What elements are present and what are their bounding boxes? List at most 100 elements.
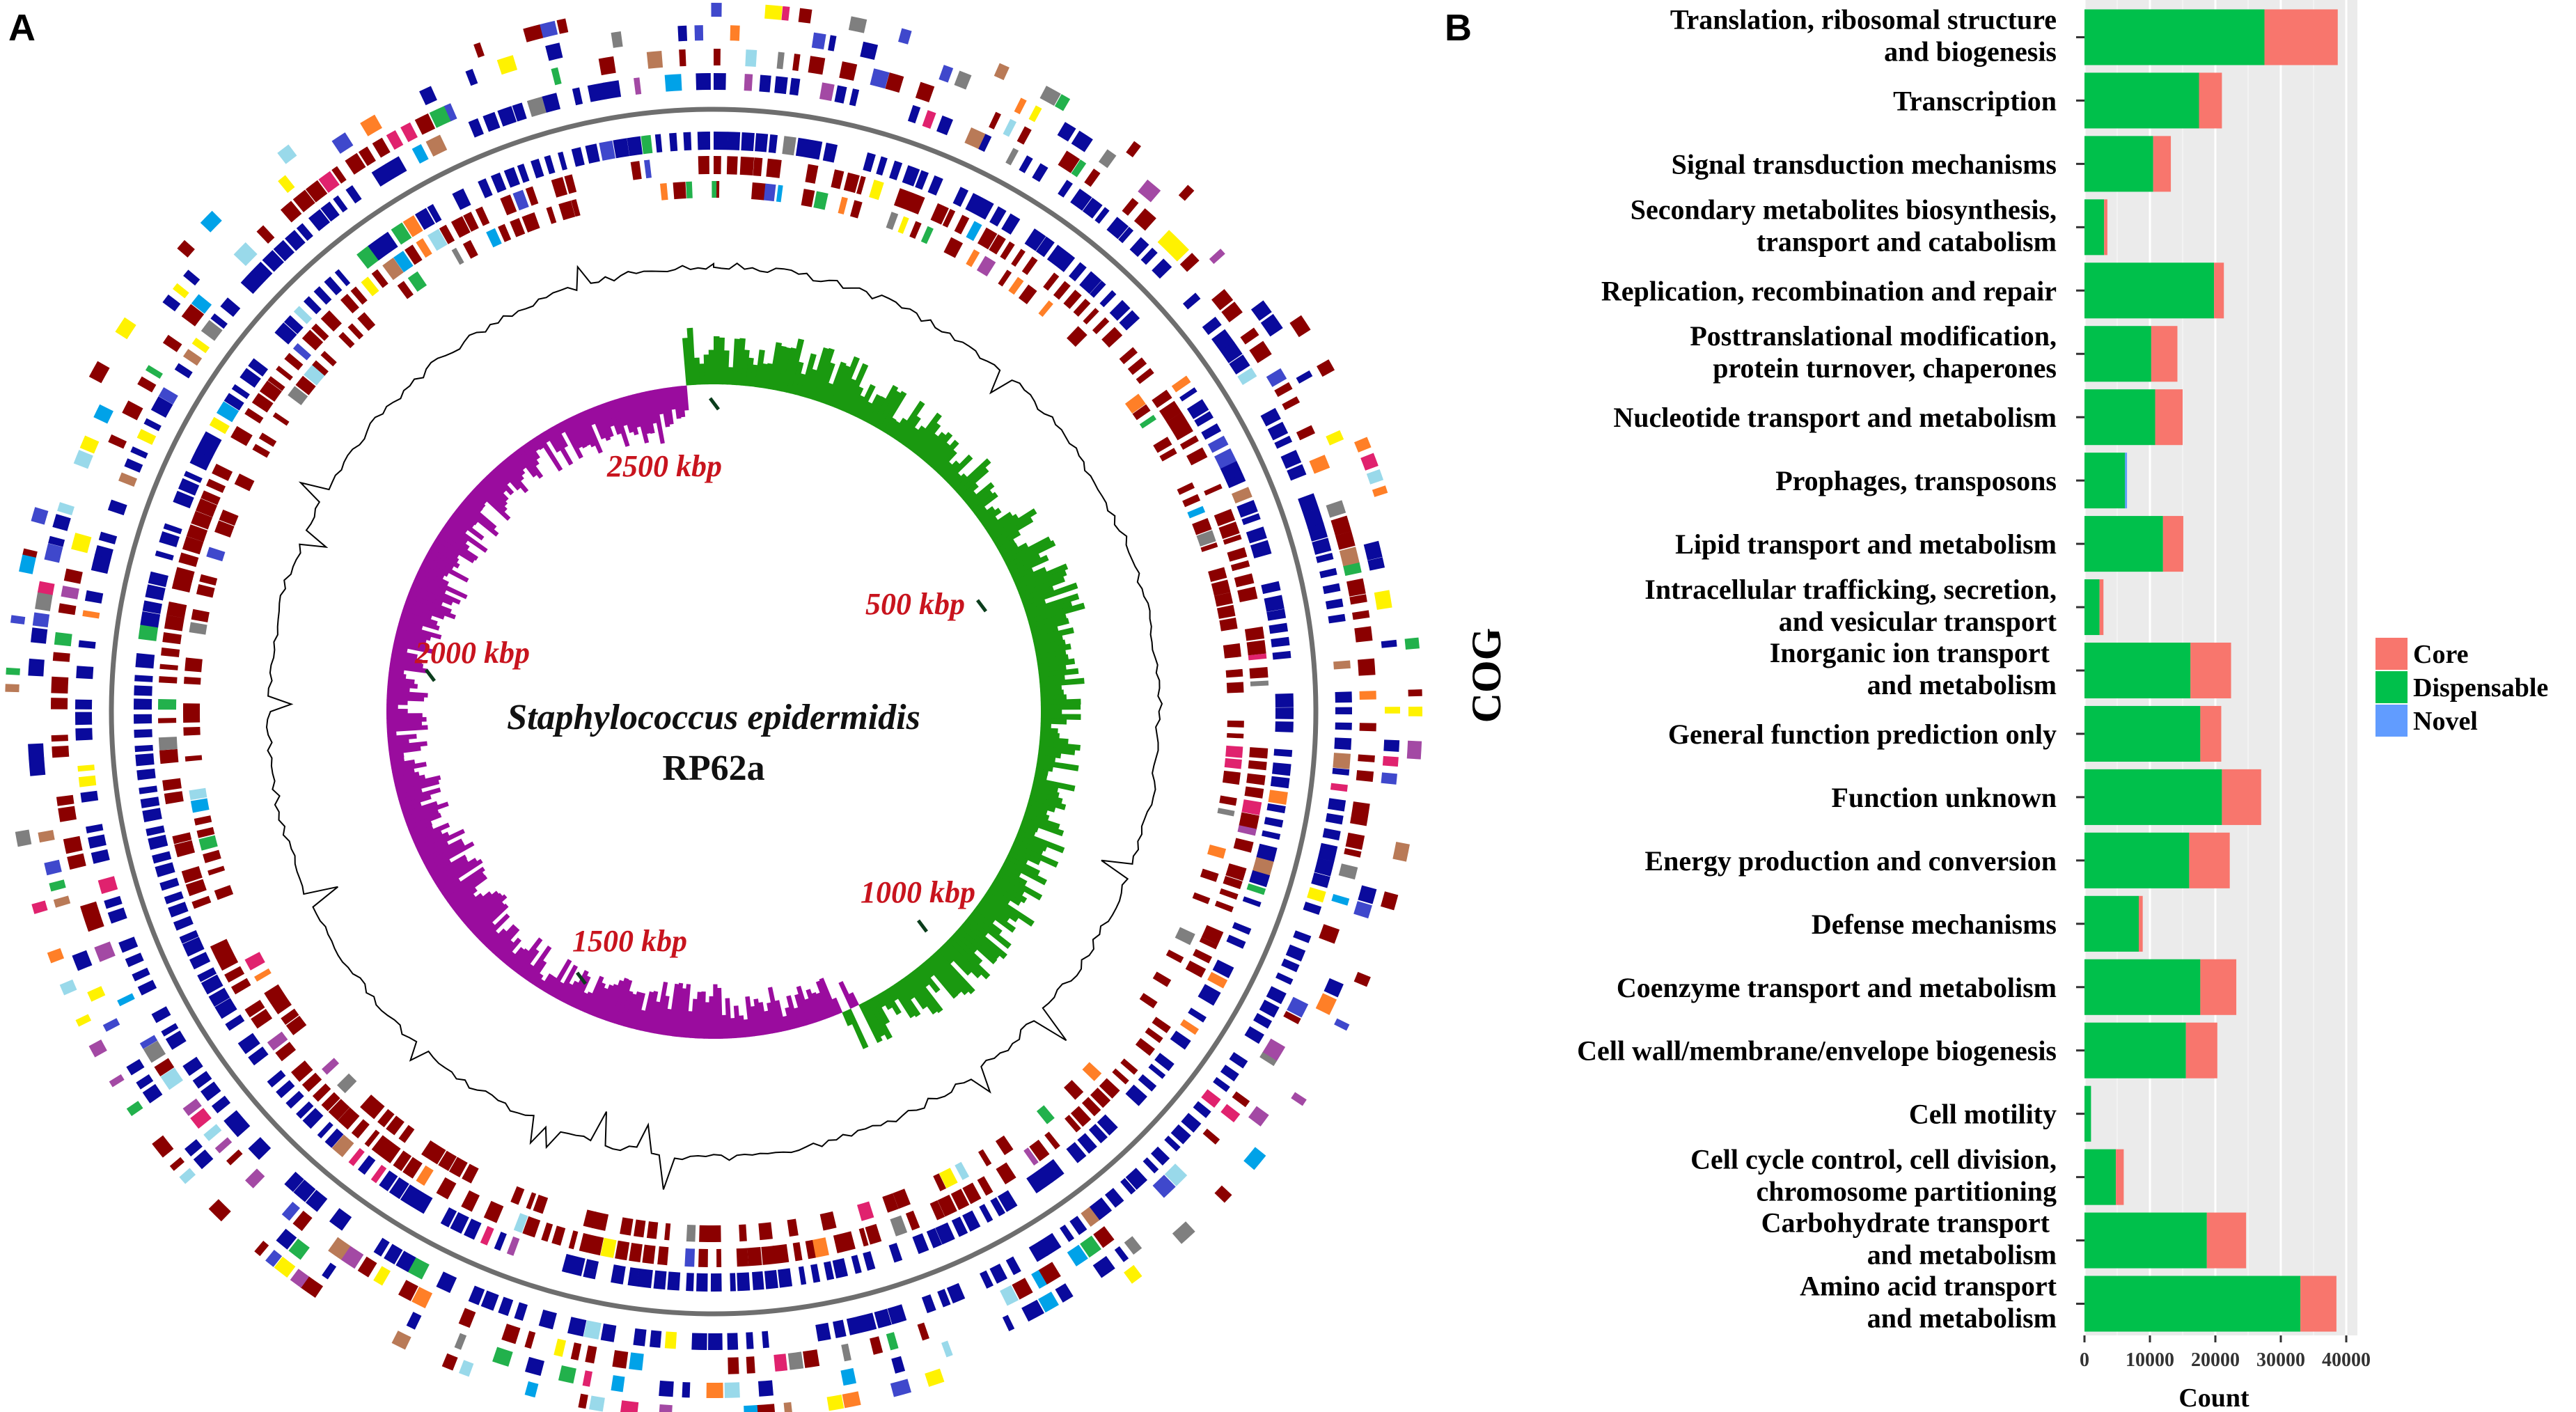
gc-skew-negative (636, 392, 651, 434)
gene-feature (686, 1273, 694, 1292)
gc-skew-positive (927, 956, 962, 996)
gene-feature (792, 54, 801, 71)
gene-feature (486, 228, 502, 248)
gene-feature (1150, 1146, 1170, 1166)
gc-skew-positive (973, 905, 996, 925)
gc-skew-negative (444, 872, 485, 902)
gc-skew-negative (804, 998, 817, 1024)
gene-feature (798, 8, 812, 24)
bar-dispensable (2084, 895, 2139, 952)
gene-feature (1112, 1068, 1129, 1085)
gene-feature (86, 824, 104, 833)
gc-skew-negative (392, 645, 408, 653)
gene-feature (1209, 249, 1225, 265)
gene-feature (553, 1338, 567, 1357)
gene-feature (284, 352, 304, 370)
gene-feature (1219, 618, 1238, 632)
gene-feature (1008, 276, 1024, 295)
gene-feature (1322, 828, 1341, 841)
gc-skew-negative (513, 937, 543, 974)
gene-feature (337, 1107, 360, 1130)
gene-feature (454, 1333, 467, 1350)
gene-feature (277, 144, 297, 164)
gene-feature (82, 610, 100, 619)
gene-feature (808, 56, 826, 75)
gene-feature (1246, 526, 1267, 544)
gc-skew-negative (387, 677, 415, 684)
gc-skew-positive (1014, 834, 1048, 852)
bar-dispensable (2084, 579, 2100, 636)
gene-feature (697, 132, 711, 150)
gc-skew-positive (1024, 808, 1050, 821)
gene-feature (321, 1092, 340, 1112)
gene-feature (1127, 357, 1147, 375)
gene-feature (305, 1189, 328, 1212)
gc-skew-negative (415, 572, 468, 599)
gene-feature (1220, 1065, 1239, 1082)
gene-feature (75, 1014, 92, 1027)
gene-feature (937, 1194, 957, 1217)
gene-feature (727, 1333, 739, 1350)
gene-feature (538, 1309, 557, 1330)
gene-feature (712, 181, 717, 198)
gene-feature (755, 133, 769, 152)
gene-feature (664, 1331, 677, 1349)
gene-feature (600, 1237, 617, 1258)
gene-feature (324, 1128, 344, 1148)
gene-feature (88, 361, 110, 384)
gene-feature (219, 509, 239, 526)
gene-feature (276, 1080, 295, 1099)
gene-feature (248, 358, 269, 377)
gc-skew-negative (627, 991, 642, 1029)
bar-dispensable (2084, 199, 2105, 256)
gene-feature (1266, 609, 1287, 621)
gene-feature (819, 82, 835, 102)
gene-feature (1124, 393, 1146, 414)
gene-feature (629, 1242, 643, 1262)
gene-feature (708, 1333, 723, 1350)
gene-feature (35, 591, 53, 611)
gene-feature (886, 212, 899, 230)
gene-feature (172, 832, 192, 845)
gene-feature (214, 885, 234, 900)
gene-feature (148, 571, 168, 588)
gene-feature (134, 744, 153, 753)
gene-feature (942, 208, 956, 228)
gc-skew-positive (1038, 746, 1076, 755)
gene-feature (1241, 513, 1261, 526)
gene-feature (462, 240, 478, 259)
gene-feature (1000, 241, 1015, 260)
gene-feature (357, 312, 376, 331)
gc-skew-positive (1032, 781, 1059, 793)
gene-feature (348, 1147, 365, 1166)
gene-feature (53, 895, 71, 908)
gene-feature (1109, 299, 1131, 321)
category-label: Prophages, transposons (1775, 465, 2057, 496)
gene-feature (978, 134, 992, 152)
gene-feature (1343, 562, 1362, 576)
gene-feature (182, 1056, 203, 1076)
gc-skew-positive (976, 902, 1016, 933)
gc-skew-negative (532, 436, 544, 450)
gene-feature (1319, 924, 1340, 944)
gc-skew-negative (395, 775, 441, 791)
gene-feature (291, 1060, 313, 1082)
gene-feature (32, 612, 50, 628)
gene-feature (1193, 948, 1213, 964)
gene-feature (425, 1143, 446, 1165)
gc-skew-positive (714, 336, 720, 385)
gene-feature (1296, 425, 1316, 441)
gc-skew-positive (1040, 709, 1062, 715)
gene-feature (1124, 1236, 1142, 1255)
gc-skew-positive (1035, 764, 1053, 772)
gene-feature (1101, 327, 1123, 348)
gene-feature (798, 1266, 807, 1285)
gene-feature (1372, 485, 1388, 497)
gc-skew-negative (506, 947, 525, 968)
gene-feature (148, 834, 168, 850)
gc-skew-negative (455, 893, 484, 917)
gc-skew-positive (968, 913, 1012, 949)
gene-feature (317, 1122, 333, 1139)
legend-swatch-dispensable (2375, 671, 2408, 703)
gc-skew-negative (654, 981, 668, 1035)
